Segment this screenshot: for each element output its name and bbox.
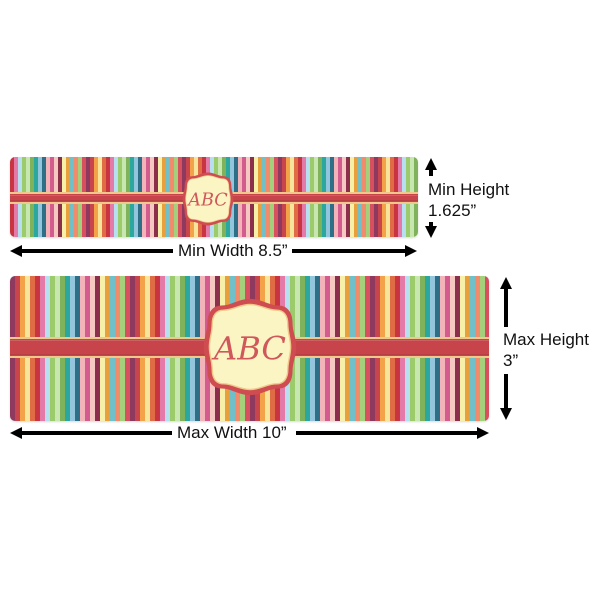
monogram-text: ABC: [211, 329, 286, 367]
max-size-banner-preview: ABC: [10, 276, 489, 421]
down-arrow-icon: [500, 408, 512, 420]
min-height-label-line2: 1.625”: [428, 201, 477, 220]
dimension-line: [20, 249, 173, 253]
min-width-label: Min Width 8.5”: [178, 241, 288, 260]
up-arrow-icon: [500, 277, 512, 289]
left-arrow-icon: [10, 245, 22, 257]
dimension-line: [429, 168, 433, 176]
monogram-medallion: ABC: [203, 298, 297, 396]
dimension-line: [20, 431, 172, 435]
dimension-line: [292, 249, 406, 253]
dimension-line: [504, 287, 508, 327]
max-height-label-line1: Max Height: [503, 330, 589, 349]
max-width-label: Max Width 10”: [177, 423, 287, 442]
right-arrow-icon: [477, 427, 489, 439]
min-size-banner-preview: ABC: [10, 157, 418, 237]
left-arrow-icon: [10, 427, 22, 439]
monogram-text: ABC: [186, 191, 228, 211]
min-height-label-line1: Min Height: [428, 180, 510, 199]
dimension-line: [296, 431, 478, 435]
max-height-label-line2: 3”: [503, 351, 519, 370]
down-arrow-icon: [425, 226, 437, 238]
dimension-line: [429, 222, 433, 227]
right-arrow-icon: [405, 245, 417, 257]
dimension-line: [504, 374, 508, 410]
up-arrow-icon: [425, 158, 437, 170]
monogram-medallion: ABC: [182, 172, 234, 226]
